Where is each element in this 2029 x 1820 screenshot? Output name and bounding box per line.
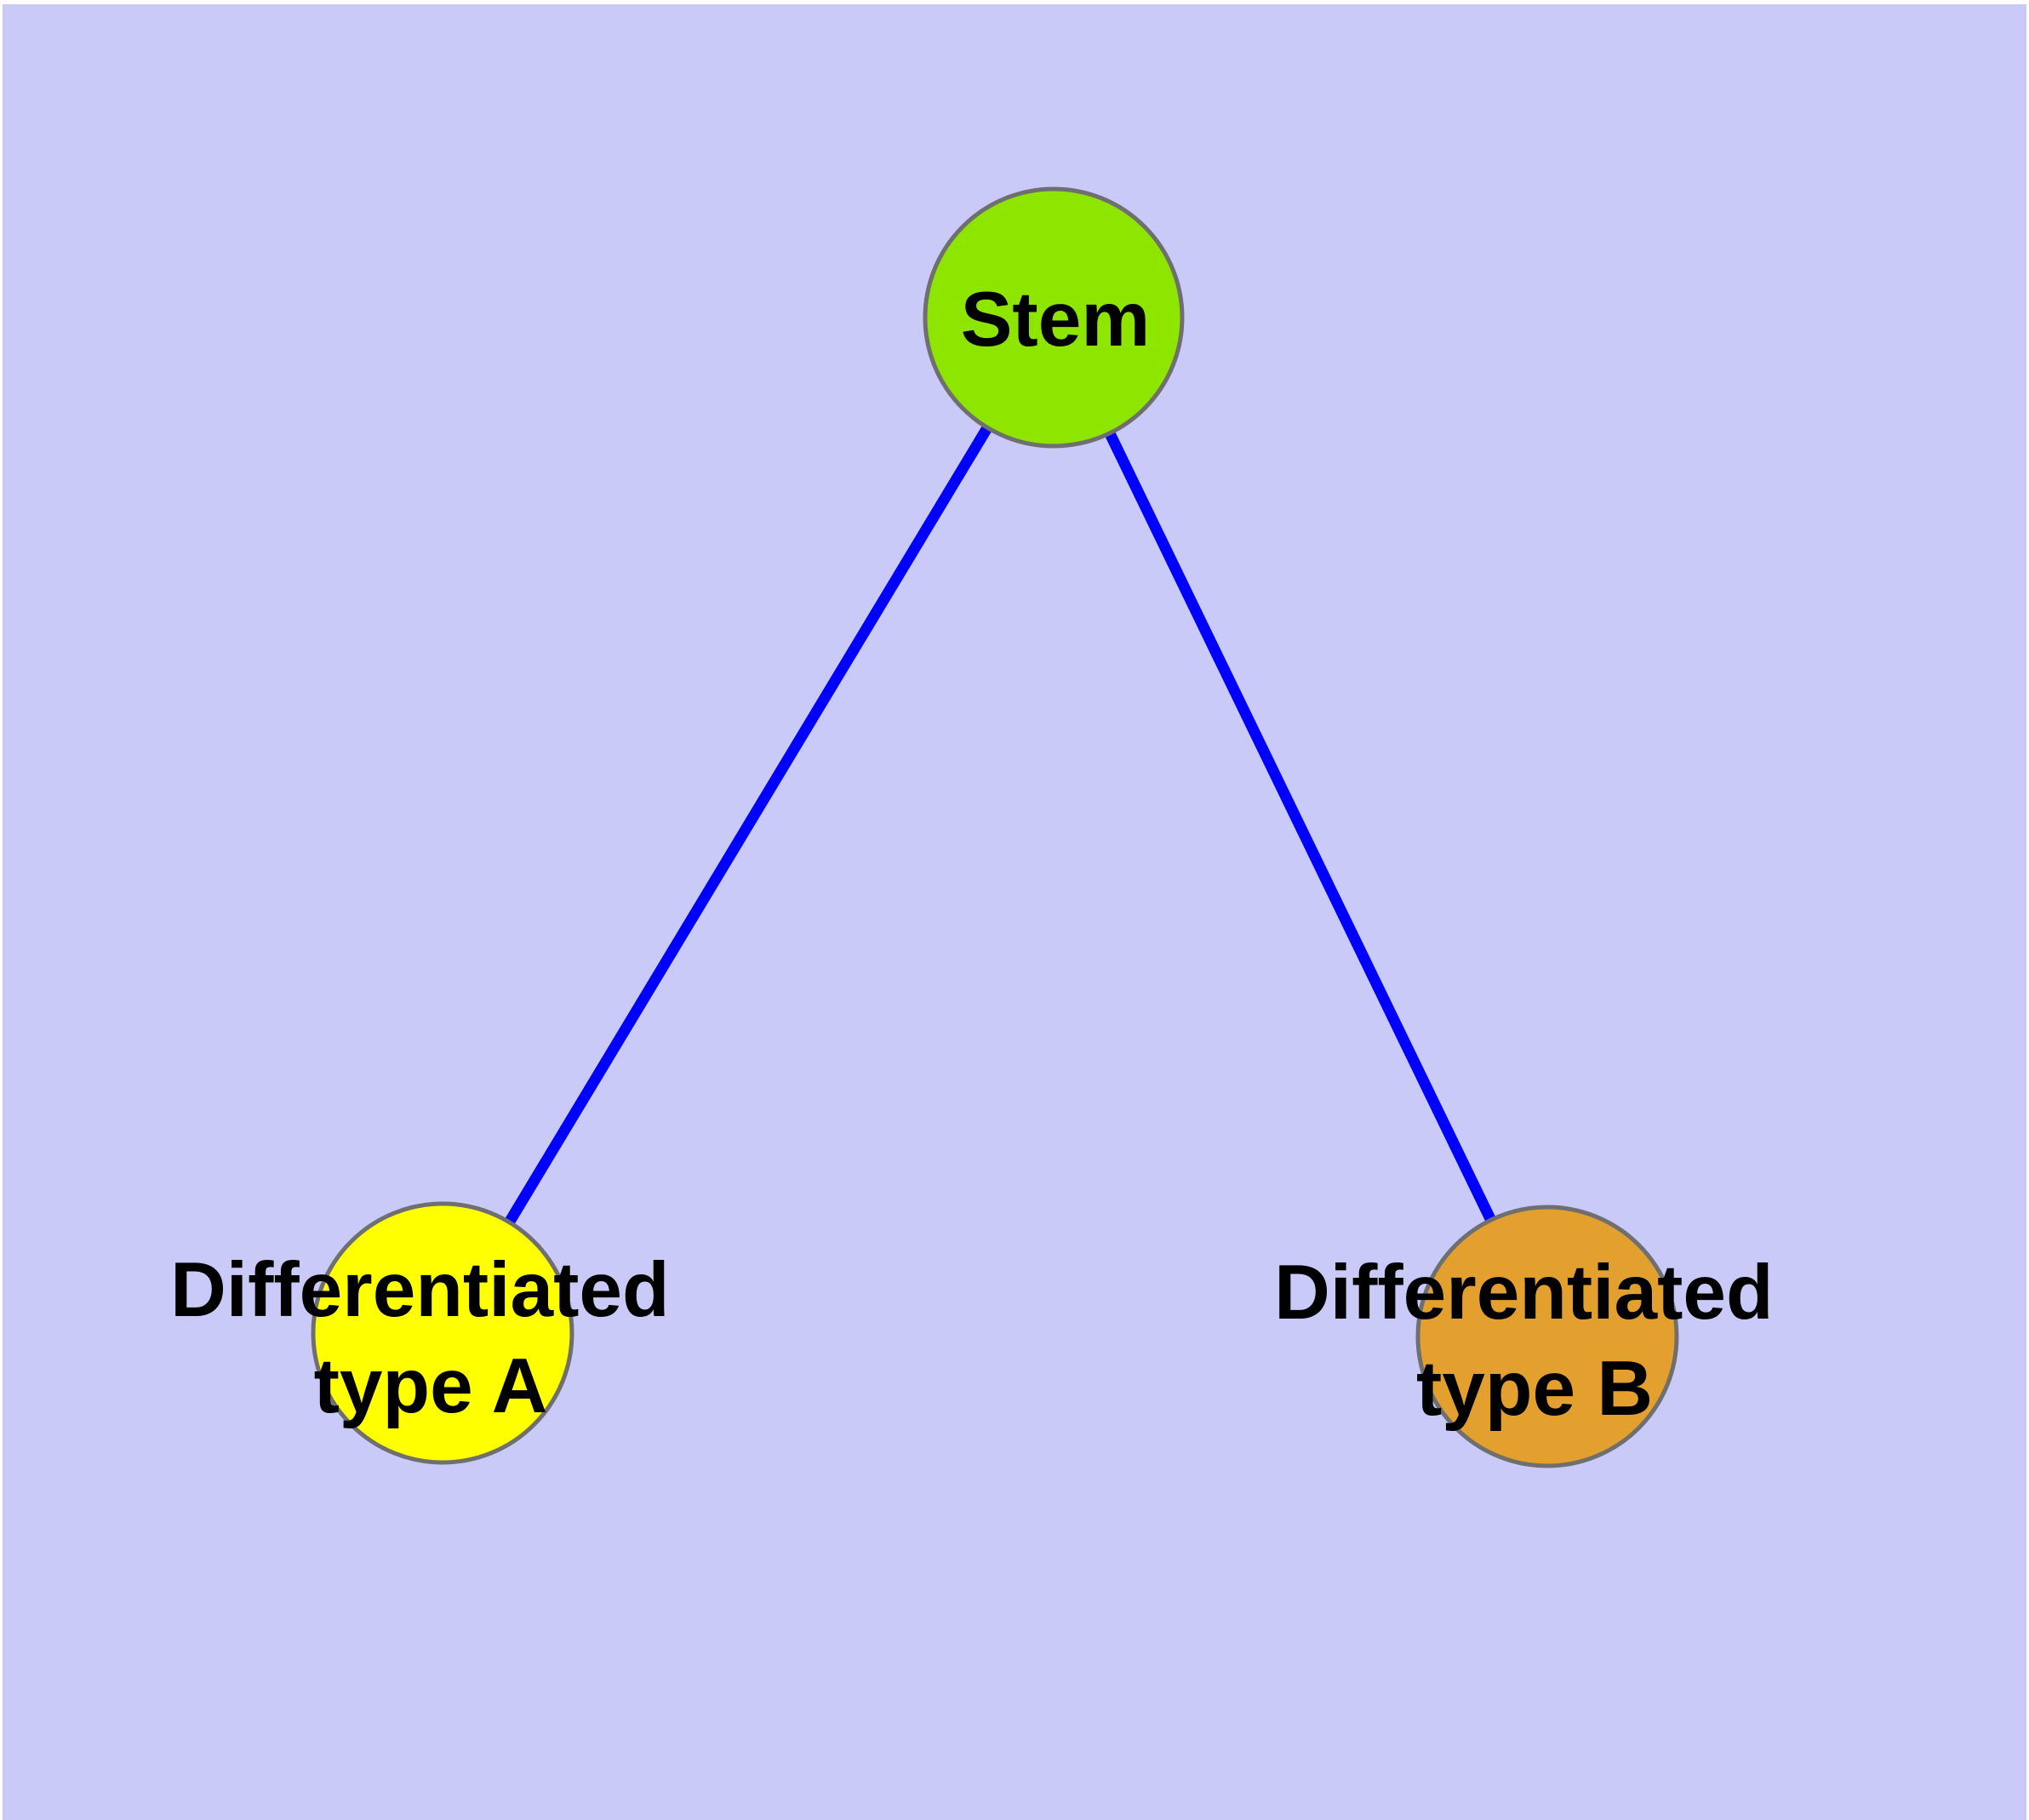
node-stem (923, 186, 1185, 449)
node-differentiated-type-b-label: Differentiated type B (1274, 1250, 1795, 1432)
node-differentiated-type-b (1415, 1205, 1679, 1468)
node-differentiated-type-a-label-line-2: type A (314, 1343, 548, 1429)
node-differentiated-type-a-label-line-1: Differentiated (170, 1247, 670, 1333)
node-stem-label: Stem (961, 277, 1151, 363)
node-differentiated-type-a-label: Differentiated type A (170, 1247, 691, 1429)
edge-stem-to-differentiated-type-b (1049, 315, 1552, 1339)
edge-stem-to-differentiated-type-a (437, 314, 1059, 1336)
node-differentiated-type-a (311, 1201, 574, 1465)
node-differentiated-type-b-label-line-1: Differentiated (1274, 1250, 1774, 1336)
node-differentiated-type-b-label-line-2: type B (1416, 1346, 1653, 1432)
